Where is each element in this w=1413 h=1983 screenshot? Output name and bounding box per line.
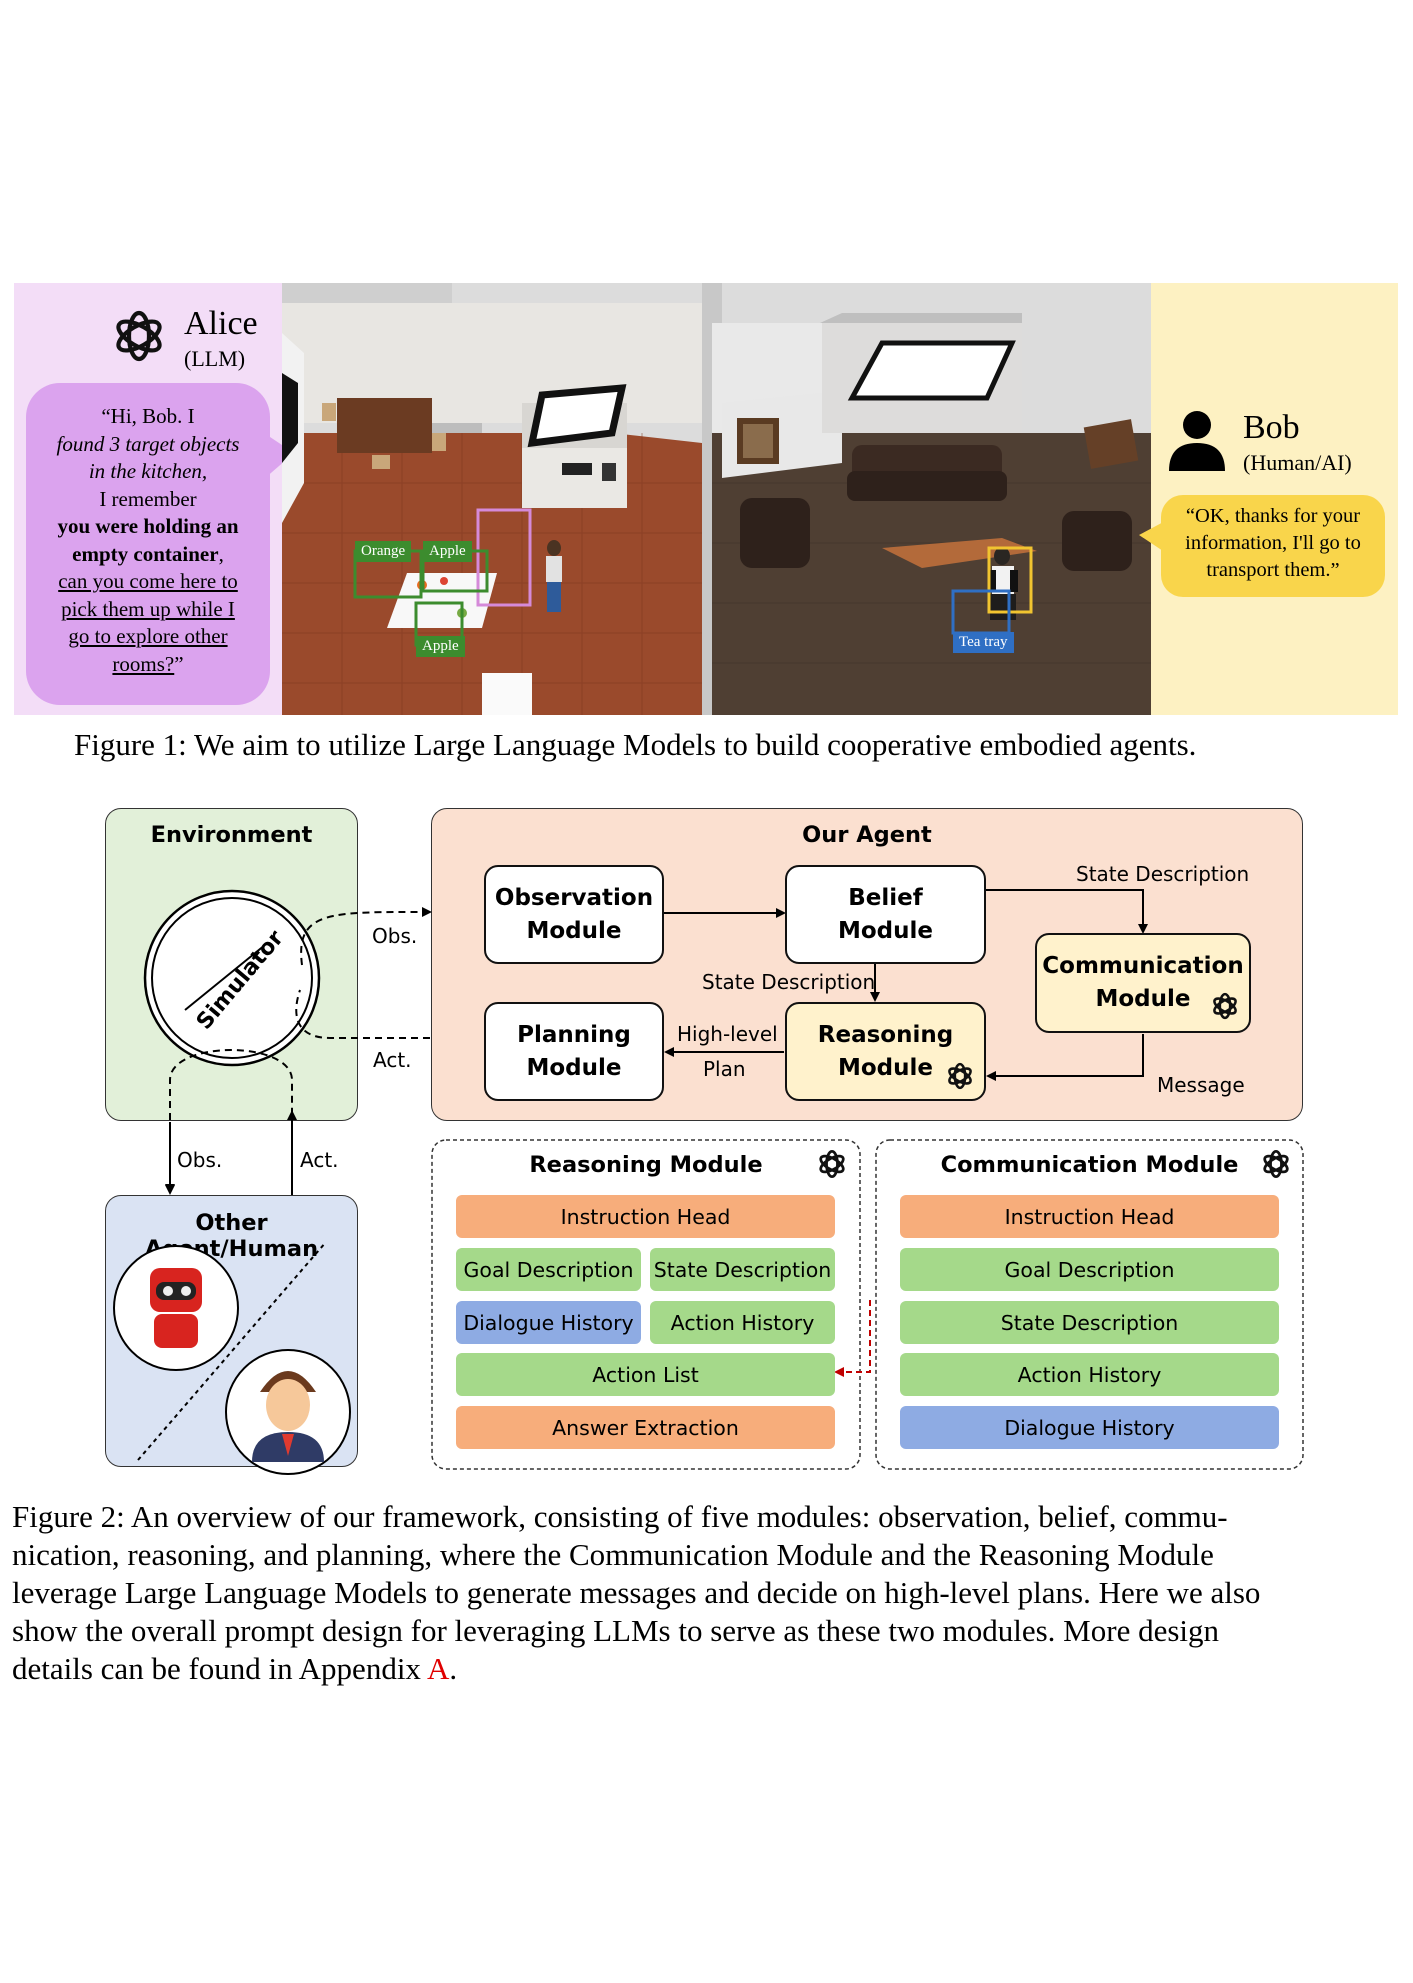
alice-message-line: go to explore other xyxy=(68,624,228,648)
reasoning-module-line2: Module xyxy=(837,1054,933,1081)
openai-logo-icon xyxy=(1213,992,1237,1020)
detection-label-tea-tray: Tea tray xyxy=(953,632,1014,653)
reasoning-prompt-title: Reasoning Module xyxy=(529,1152,763,1178)
figure-1-caption: Figure 1: We aim to utilize Large Langua… xyxy=(74,727,1197,762)
alice-message-line: in the kitchen, xyxy=(88,459,208,483)
alice-speech-bubble: “Hi, Bob. I found 3 target objects in the … xyxy=(26,383,270,705)
prompt-block-action-list: Action List xyxy=(456,1353,835,1396)
caption-line: nication, reasoning, and planning, where… xyxy=(12,1537,1214,1572)
alice-role: (LLM) xyxy=(184,346,246,371)
figure-2-caption: Figure 2: An overview of our framework, … xyxy=(12,1498,1407,1688)
observation-module-line2: Module xyxy=(526,917,622,944)
appendix-link[interactable]: A xyxy=(426,1651,450,1686)
environment-title: Environment xyxy=(150,822,313,848)
caption-period: . xyxy=(449,1651,458,1686)
obs-label: Obs. xyxy=(372,924,418,948)
observation-module-line1: Observation xyxy=(494,884,654,911)
communication-module: Communication Module xyxy=(1035,933,1251,1033)
detection-label-orange: Orange xyxy=(355,541,412,562)
alice-panel: Alice (LLM) “Hi, Bob. I found 3 target ob… xyxy=(14,283,294,715)
belief-module-line2: Module xyxy=(837,917,933,944)
detection-label-apple: Apple xyxy=(423,541,472,562)
belief-module: Belief Module xyxy=(785,865,986,964)
communication-prompt-title: Communication Module xyxy=(940,1152,1239,1178)
state-description-label-2: State Description xyxy=(702,970,876,994)
high-level-label: High-level xyxy=(677,1022,778,1046)
prompt-block-instruction-head: Instruction Head xyxy=(900,1195,1279,1238)
belief-module-line1: Belief xyxy=(848,884,923,911)
prompt-block-action-history: Action History xyxy=(900,1353,1279,1396)
openai-logo-icon xyxy=(948,1062,972,1090)
our-agent-title: Our Agent xyxy=(802,822,932,848)
state-description-label: State Description xyxy=(1076,862,1250,886)
prompt-block-action-history: Action History xyxy=(650,1301,835,1344)
bob-message-line: transport them.” xyxy=(1206,559,1340,581)
bob-panel: Bob (Human/AI) “OK, thanks for your info… xyxy=(1139,283,1398,715)
reasoning-module-line1: Reasoning xyxy=(817,1021,954,1048)
message-label: Message xyxy=(1157,1073,1245,1097)
planning-module-line1: Planning xyxy=(517,1021,631,1048)
alice-message-line: found 3 target objects xyxy=(56,431,240,456)
prompt-block-state-description: State Description xyxy=(650,1248,835,1291)
alice-message-line: you were holding an xyxy=(57,514,239,538)
bob-name: Bob xyxy=(1243,409,1300,446)
communication-module-line1: Communication xyxy=(1042,953,1244,979)
prompt-block-dialogue-history: Dialogue History xyxy=(900,1406,1279,1449)
alice-message-line: empty container, xyxy=(72,541,224,566)
detection-label-apple-2: Apple xyxy=(416,636,465,657)
openai-logo-icon xyxy=(1263,1150,1289,1178)
person-icon xyxy=(1169,411,1225,471)
caption-line: Figure 2: An overview of our framework, … xyxy=(12,1499,1228,1534)
communication-module-line2: Module xyxy=(1095,986,1191,1012)
openai-logo-icon xyxy=(116,310,162,362)
alice-message-line: pick them up while I xyxy=(61,596,235,621)
other-agent-title: Other Agent/Human xyxy=(144,1210,319,1262)
prompt-block-state-description: State Description xyxy=(900,1301,1279,1344)
prompt-block-dialogue-history: Dialogue History xyxy=(456,1301,641,1344)
bob-message-line: information, I'll go to xyxy=(1185,532,1361,554)
prompt-block-answer-extraction: Answer Extraction xyxy=(456,1406,835,1449)
caption-line: leverage Large Language Models to genera… xyxy=(12,1575,1261,1610)
prompt-block-goal-description: Goal Description xyxy=(900,1248,1279,1291)
alice-message-line: “Hi, Bob. I xyxy=(101,404,195,428)
alice-message-line: rooms?” xyxy=(112,651,184,676)
alice-bubble-tail xyxy=(264,433,294,479)
figure-1-image: Alice (LLM) “Hi, Bob. I found 3 target ob… xyxy=(14,283,1398,715)
caption-text: details can be found in Appendix xyxy=(12,1651,427,1686)
act-label-2: Act. xyxy=(300,1148,339,1172)
simulator-scene: Orange Apple Apple Tea tray xyxy=(282,283,1151,715)
plan-label: Plan xyxy=(703,1057,746,1081)
planning-module-line2: Module xyxy=(526,1054,622,1081)
act-label: Act. xyxy=(373,1048,412,1072)
alice-message-line: can you come here to xyxy=(58,569,238,593)
prompt-block-goal-description: Goal Description xyxy=(456,1248,641,1291)
openai-logo-icon xyxy=(819,1150,845,1178)
alice-name: Alice xyxy=(184,305,258,342)
bob-message-line: “OK, thanks for your xyxy=(1185,505,1361,527)
planning-module: Planning Module xyxy=(484,1002,664,1101)
caption-line-last: details can be found in Appendix A. xyxy=(12,1650,1407,1688)
prompt-block-instruction-head: Instruction Head xyxy=(456,1195,835,1238)
bob-speech-bubble: “OK, thanks for your information, I'll g… xyxy=(1161,495,1385,597)
bob-role: (Human/AI) xyxy=(1243,450,1352,475)
bob-bubble-tail xyxy=(1139,519,1169,555)
alice-message-line: I remember xyxy=(99,486,197,511)
observation-module: Observation Module xyxy=(484,865,664,964)
caption-line: show the overall prompt design for lever… xyxy=(12,1613,1220,1648)
obs-label-2: Obs. xyxy=(177,1148,223,1172)
